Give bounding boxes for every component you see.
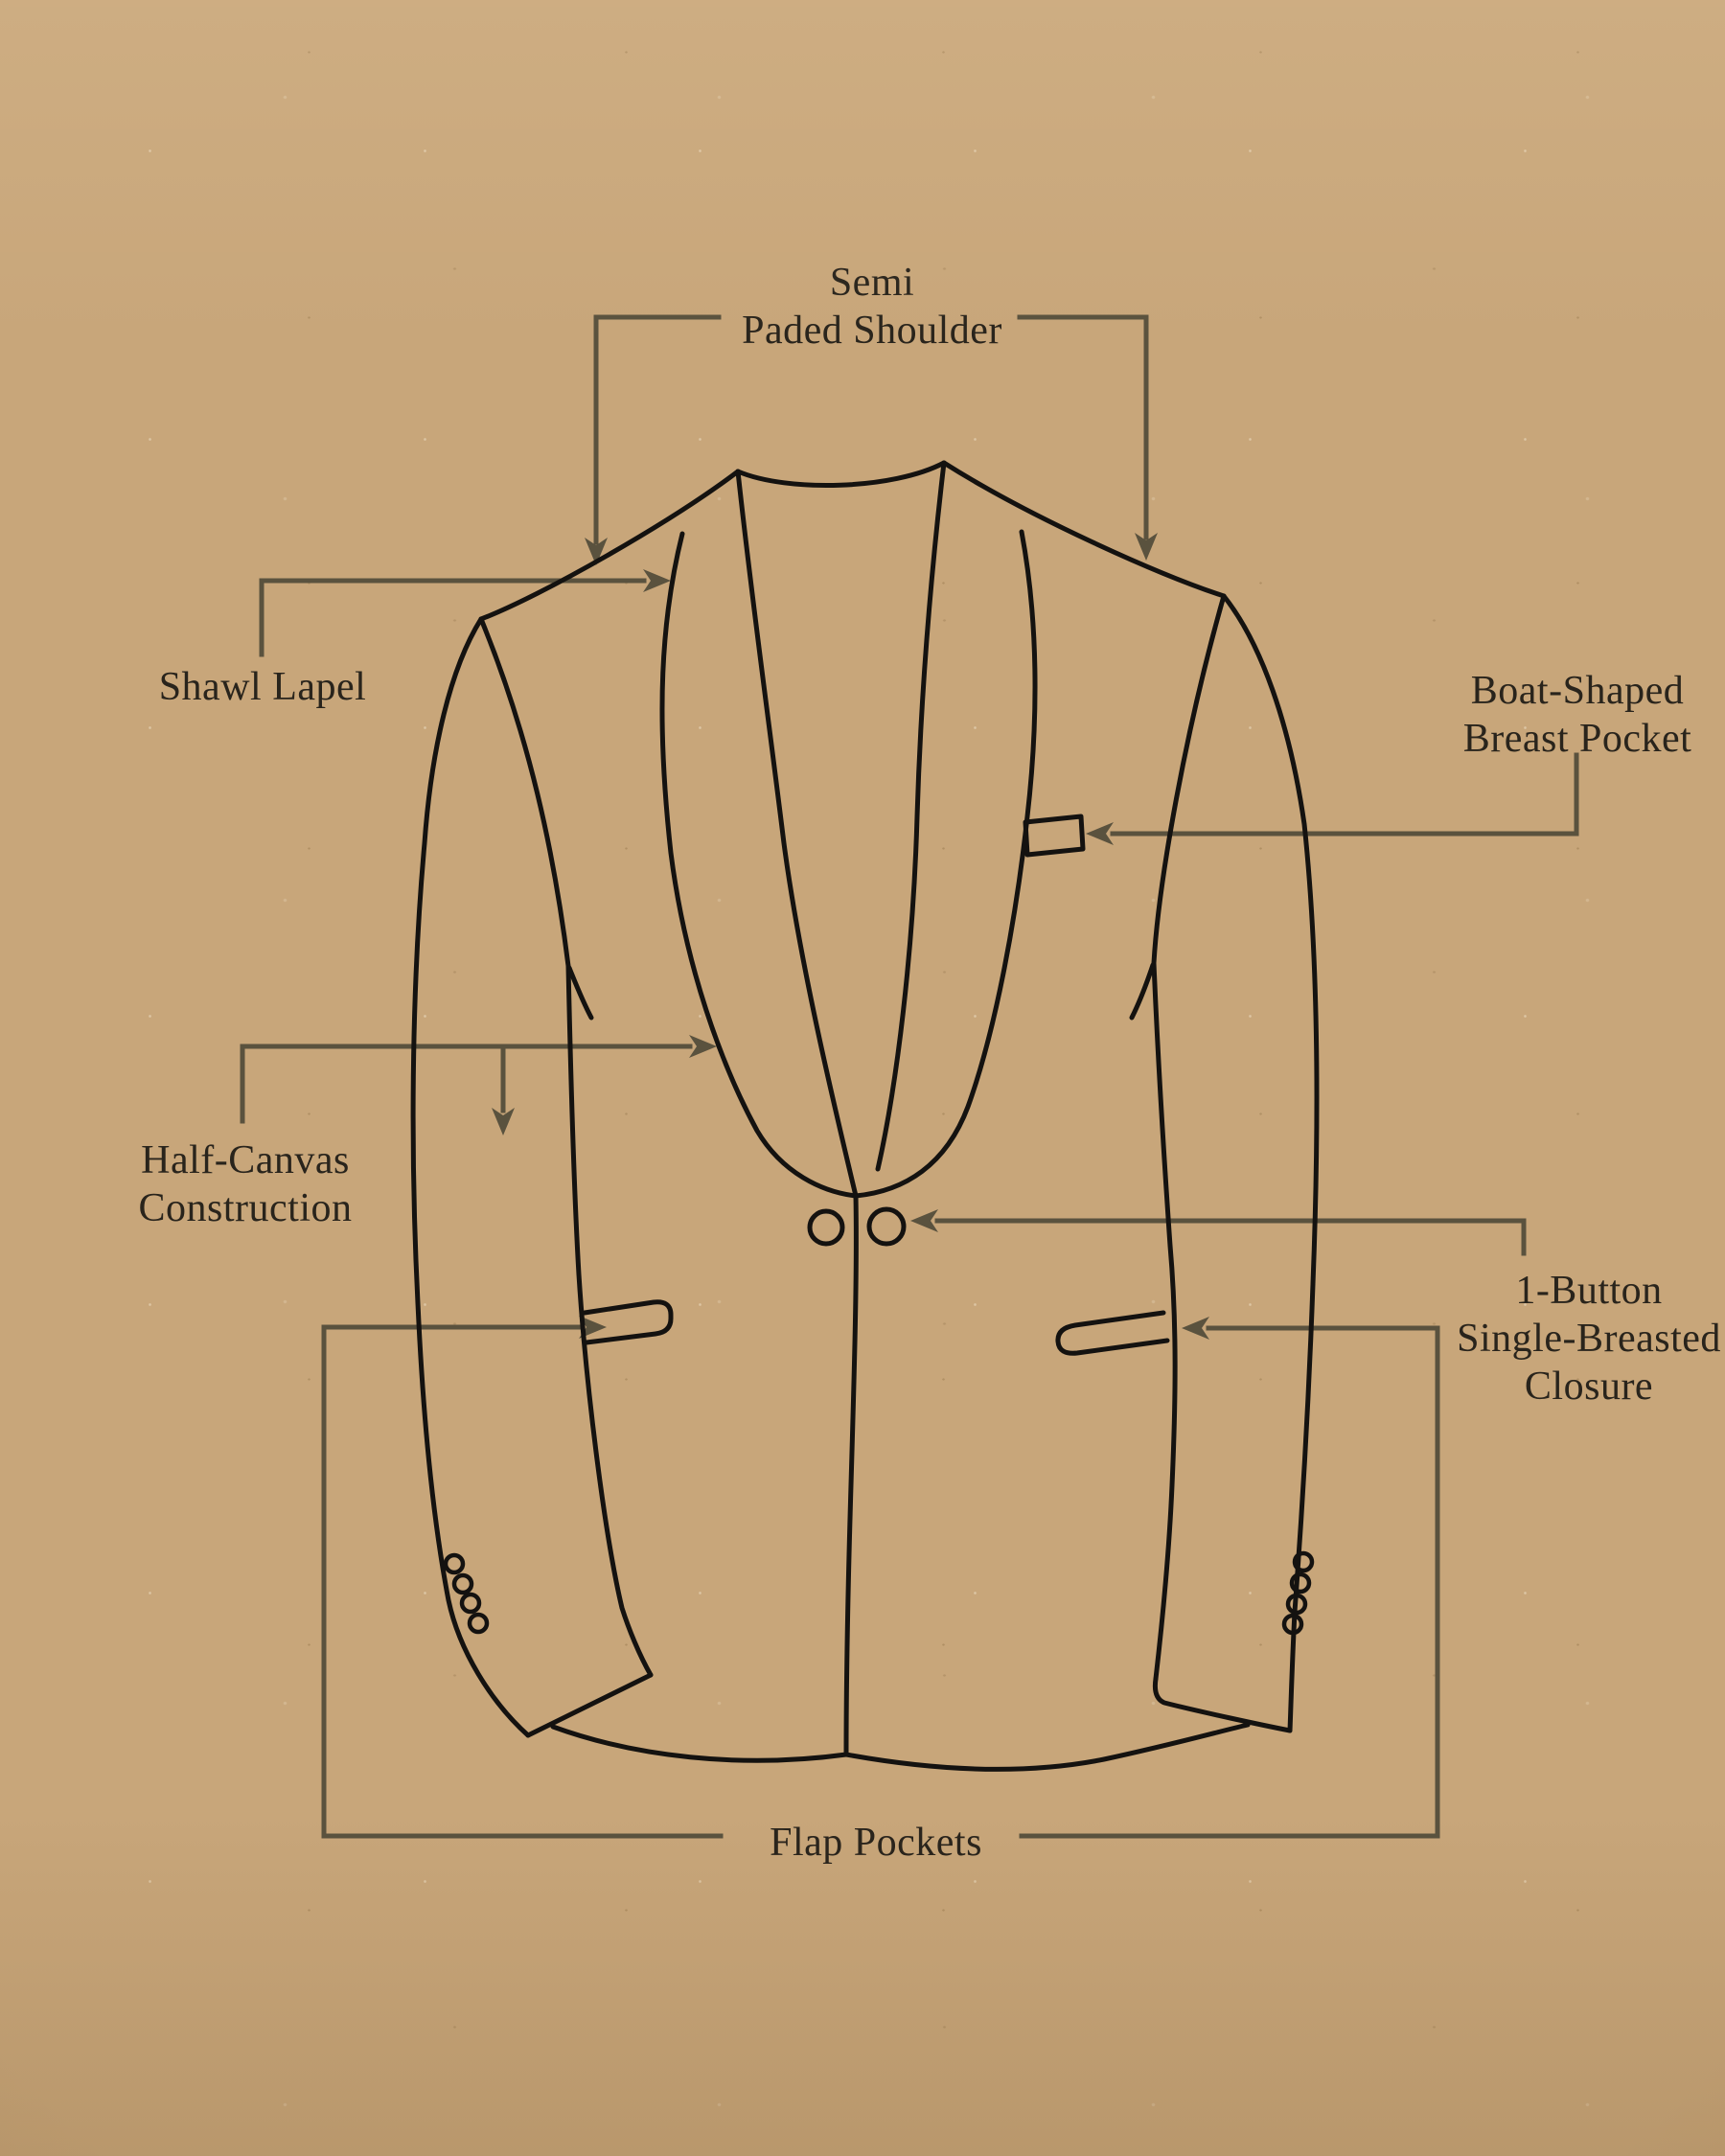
left-cuff-buttons: [443, 1552, 490, 1635]
cuff-button: [1281, 1613, 1304, 1636]
right-cuff-buttons: [1281, 1550, 1315, 1636]
label-line: Shawl Lapel: [158, 665, 367, 709]
label-line: Flap Pockets: [770, 1821, 982, 1865]
label-line: Construction: [138, 1186, 353, 1230]
arrow-left-icon: [910, 1209, 938, 1232]
left-lapel-roll-edge: [735, 469, 859, 1199]
center-front-edge: [843, 1193, 859, 1757]
left-cuff-bottom-edge: [525, 1672, 654, 1738]
right-armhole-seam: [1151, 593, 1227, 966]
collar-top-line: [735, 460, 947, 489]
right-hem-curve: [843, 1722, 1251, 1772]
front-button: [807, 1208, 845, 1247]
leader-semi-shoulder-left: [593, 314, 722, 545]
left-hip-pocket-welt: [582, 1299, 674, 1345]
leader-half-canvas: [240, 1044, 693, 1124]
right-shoulder-seam: [941, 460, 1227, 599]
label-boat-breast-pocket: Boat-Shaped Breast Pocket: [1463, 667, 1692, 763]
arrow-right-icon: [689, 1035, 717, 1058]
right-hip-pocket-welt: [1055, 1310, 1170, 1356]
leader-lines-group: [240, 314, 1579, 1839]
label-line: Half-Canvas: [141, 1138, 350, 1182]
label-line: 1-Button: [1515, 1269, 1663, 1313]
label-line: Semi: [829, 261, 915, 305]
label-line: Boat-Shaped: [1470, 669, 1685, 713]
right-sleeve-outer-edge: [1221, 593, 1320, 1733]
leader-flap-pocket-right-bracket: [1019, 1325, 1440, 1839]
right-lapel-outer-edge: [853, 529, 1038, 1199]
leader-arrowheads-group: [492, 533, 1209, 1340]
label-line: Paded Shoulder: [742, 309, 1002, 353]
arrow-right-icon: [579, 1316, 607, 1339]
cuff-button: [1292, 1550, 1315, 1573]
label-flap-pockets: Flap Pockets: [770, 1819, 982, 1867]
left-lapel-outer-edge: [659, 531, 859, 1199]
right-cuff-bottom-edge: [1152, 1676, 1293, 1733]
left-sleeve-outer-edge: [410, 616, 531, 1738]
label-line: Breast Pocket: [1462, 717, 1692, 761]
cuff-button: [1285, 1593, 1308, 1616]
left-sleeve-inner-edge: [565, 963, 654, 1678]
label-one-button-closure: 1-Button Single-Breasted Closure: [1457, 1267, 1721, 1411]
leader-shawl-lapel: [259, 578, 647, 657]
left-armhole-seam: [478, 616, 571, 969]
left-underarm-notch: [566, 965, 594, 1021]
cuff-button: [459, 1592, 482, 1615]
cuff-button: [467, 1612, 490, 1635]
label-line: Closure: [1524, 1365, 1654, 1409]
cuff-button: [1289, 1571, 1312, 1594]
arrow-down-icon: [585, 538, 608, 565]
cuff-button: [451, 1572, 474, 1595]
arrow-down-icon: [1135, 533, 1158, 561]
right-underarm-notch: [1129, 962, 1156, 1021]
leader-semi-shoulder-right: [1017, 314, 1149, 540]
arrow-left-icon: [1086, 822, 1114, 845]
left-hem-curve: [550, 1724, 849, 1763]
front-button: [866, 1206, 907, 1247]
label-shawl-lapel: Shawl Lapel: [159, 663, 367, 711]
arrow-right-icon: [643, 569, 671, 592]
right-lapel-roll-edge: [875, 460, 947, 1172]
label-half-canvas: Half-Canvas Construction: [139, 1136, 353, 1232]
right-sleeve-inner-edge: [1151, 960, 1178, 1682]
arrow-left-icon: [1182, 1317, 1209, 1340]
arrow-down-icon: [492, 1108, 515, 1135]
label-semi-padded-shoulder: Semi Paded Shoulder: [742, 259, 1002, 355]
label-line: Single-Breasted: [1457, 1317, 1721, 1361]
cuff-button: [443, 1552, 466, 1575]
jacket-sketch-group: [410, 460, 1320, 1772]
leader-flap-pocket-left-bracket: [321, 1324, 724, 1839]
leader-one-button: [934, 1218, 1527, 1256]
left-shoulder-seam: [478, 469, 741, 622]
leader-breast-pocket: [1110, 752, 1579, 837]
breast-pocket-welt: [1023, 814, 1086, 858]
